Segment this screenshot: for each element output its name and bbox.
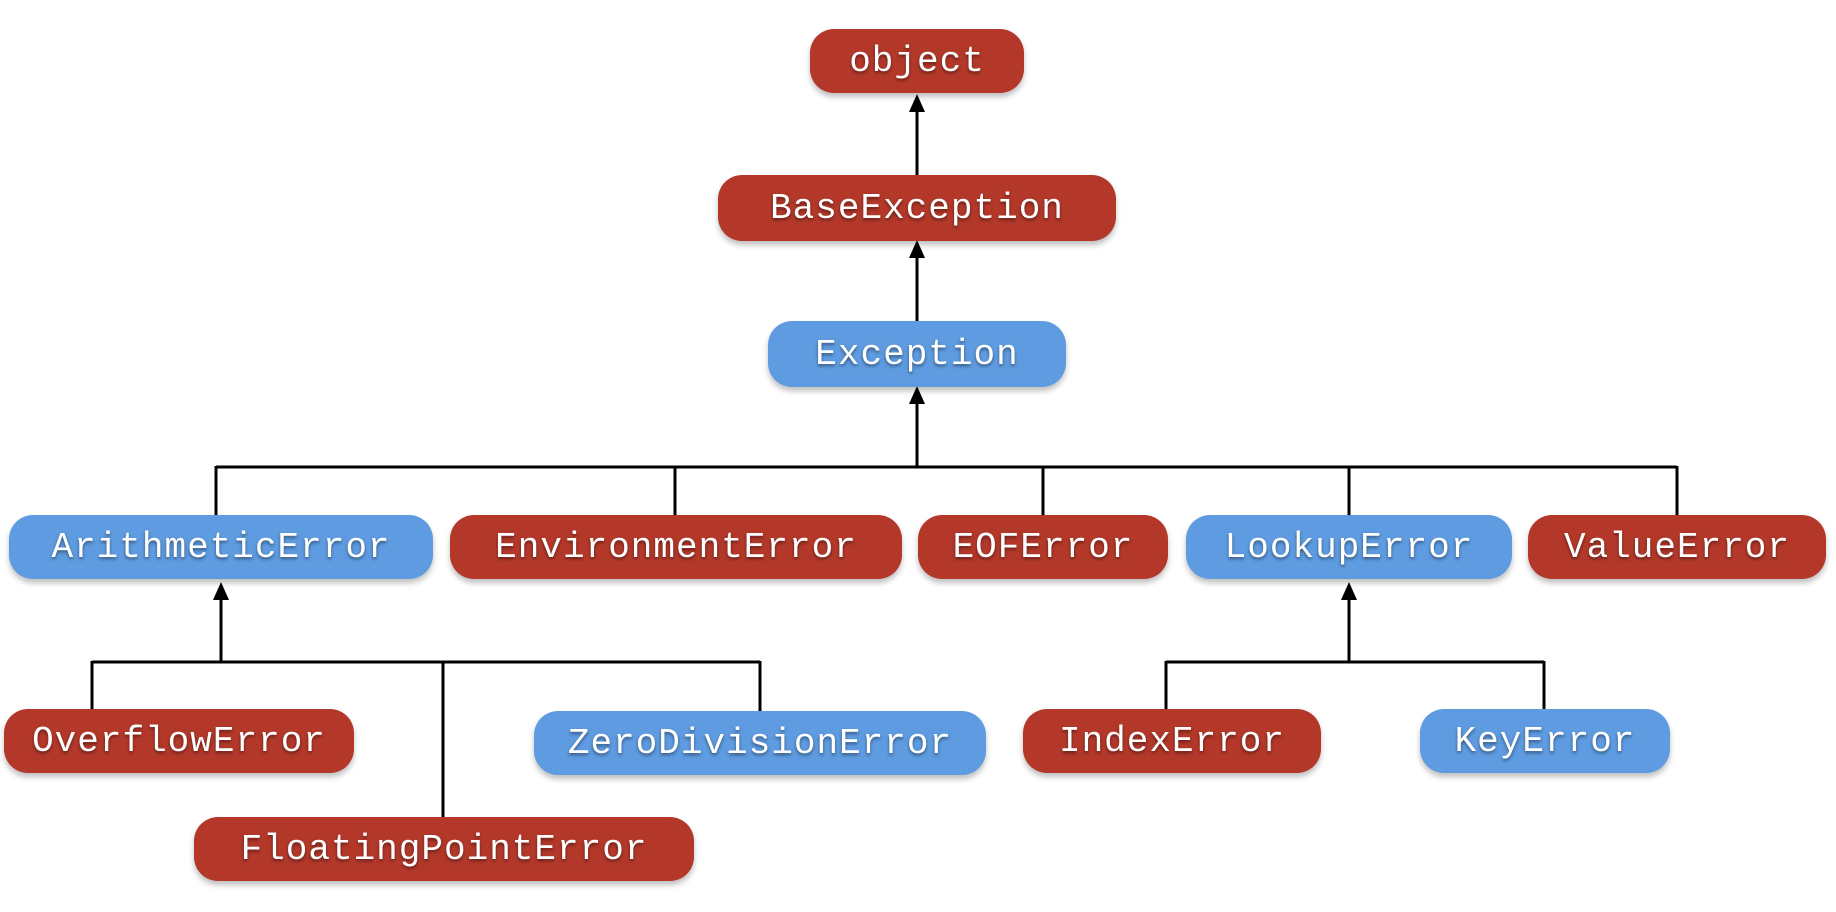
node-lookup-error: LookupError: [1186, 515, 1512, 579]
node-object: object: [810, 29, 1024, 93]
node-base-exception: BaseException: [718, 175, 1116, 241]
node-floating-point-error: FloatingPointError: [194, 817, 694, 881]
arrowhead-icon: [909, 94, 925, 112]
node-environment-error: EnvironmentError: [450, 515, 902, 579]
arrowhead-icon: [213, 582, 229, 600]
node-zero-division-error: ZeroDivisionError: [534, 711, 986, 775]
arrowhead-icon: [909, 386, 925, 404]
node-exception: Exception: [768, 321, 1066, 387]
node-overflow-error: OverflowError: [4, 709, 354, 773]
node-arithmetic-error: ArithmeticError: [9, 515, 433, 579]
arrowhead-icon: [909, 240, 925, 258]
node-value-error: ValueError: [1528, 515, 1826, 579]
node-index-error: IndexError: [1023, 709, 1321, 773]
arrowhead-icon: [1341, 582, 1357, 600]
node-eof-error: EOFError: [918, 515, 1168, 579]
node-key-error: KeyError: [1420, 709, 1670, 773]
